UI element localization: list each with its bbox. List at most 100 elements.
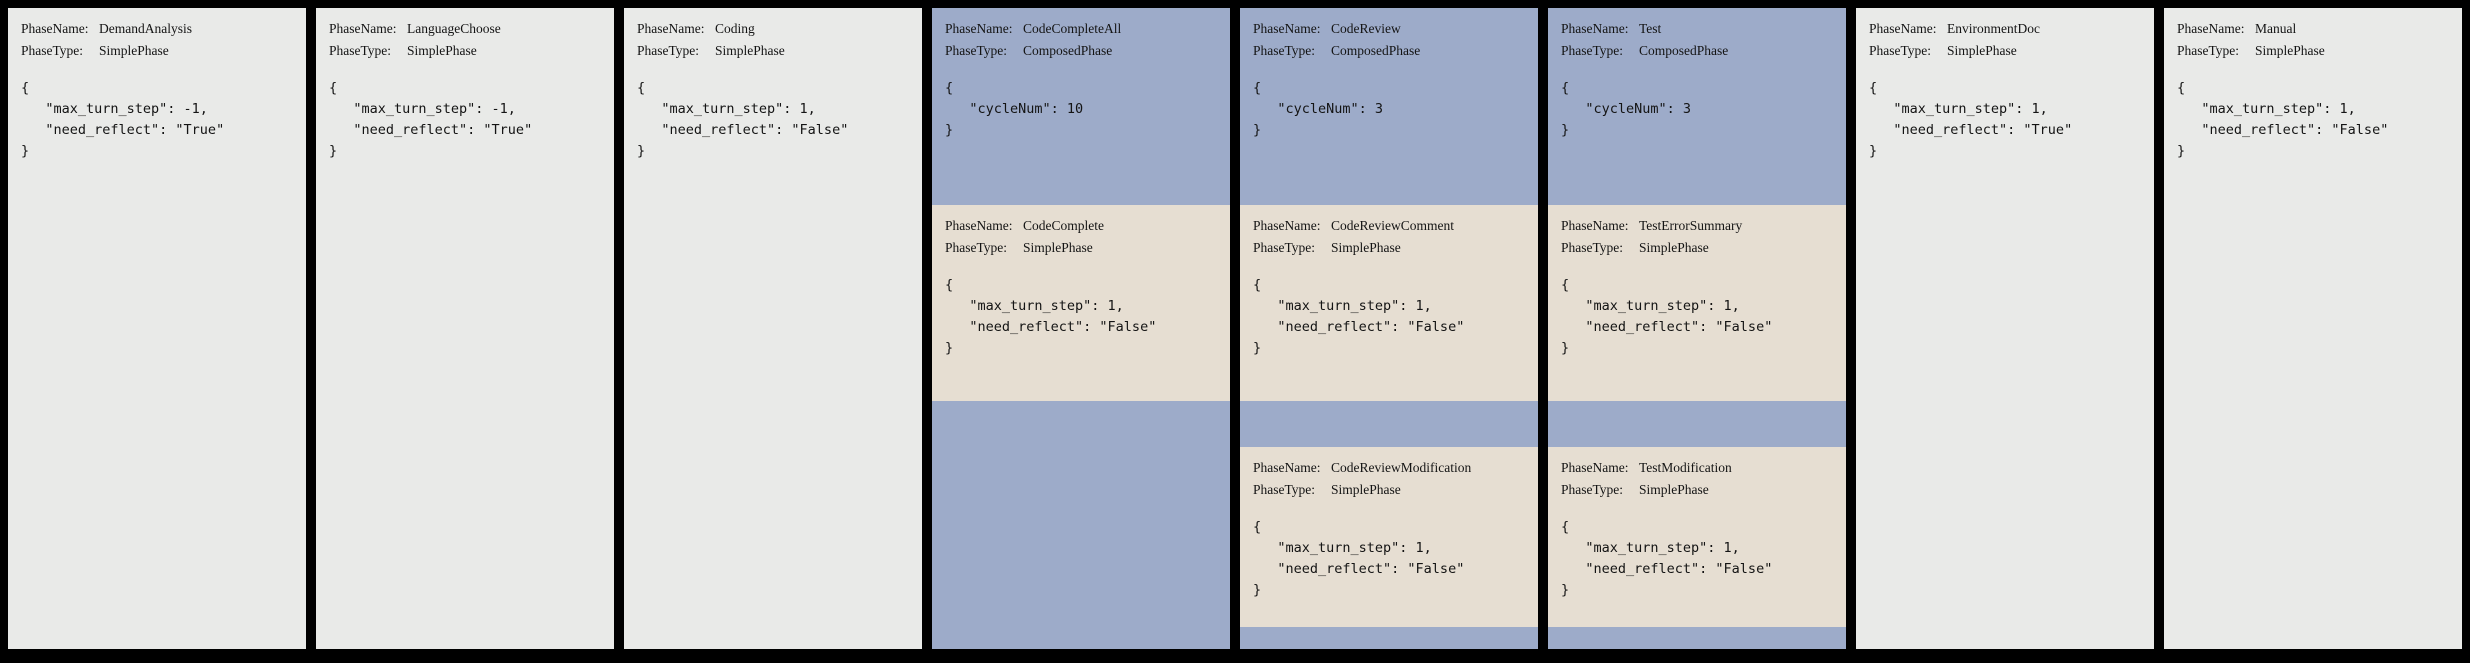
phase-type-row: PhaseType: SimplePhase [2177, 40, 2449, 62]
composed-phase-gap [1240, 401, 1538, 447]
subphase-codereviewcomment: PhaseName: CodeReviewComment PhaseType: … [1240, 205, 1538, 401]
phase-type-value: SimplePhase [1639, 482, 1709, 497]
phase-type-label: PhaseType: [2177, 43, 2240, 58]
phase-type-value: ComposedPhase [1639, 43, 1729, 58]
phase-type-row: PhaseType: SimplePhase [21, 40, 293, 62]
phase-type-label: PhaseType: [1869, 43, 1932, 58]
phase-config-json: { "max_turn_step": 1, "need_reflect": "T… [1869, 80, 2073, 159]
phase-config-json: { "max_turn_step": 1, "need_reflect": "F… [1561, 277, 1773, 356]
phase-type-label: PhaseType: [21, 43, 84, 58]
phase-type-value: SimplePhase [407, 43, 477, 58]
phase-type-row: PhaseType: SimplePhase [1253, 237, 1525, 259]
phase-type-label: PhaseType: [1253, 43, 1316, 58]
phase-type-value: SimplePhase [99, 43, 169, 58]
phase-name-row: PhaseName: Coding [637, 18, 909, 40]
phase-name-label: PhaseName: [1253, 460, 1321, 475]
phase-name-row: PhaseName: CodeReviewComment [1253, 215, 1525, 237]
phase-name-label: PhaseName: [945, 21, 1013, 36]
phase-name-label: PhaseName: [1561, 460, 1629, 475]
phase-type-value: ComposedPhase [1331, 43, 1421, 58]
phase-type-value: SimplePhase [1023, 240, 1093, 255]
phase-header: PhaseName: Manual PhaseType: SimplePhase… [2164, 8, 2462, 162]
phase-name-row: PhaseName: TestErrorSummary [1561, 215, 1833, 237]
phase-name-label: PhaseName: [2177, 21, 2245, 36]
phase-column-test: PhaseName: Test PhaseType: ComposedPhase… [1548, 8, 1846, 649]
phase-name-row: PhaseName: CodeReviewModification [1253, 457, 1525, 479]
phase-name-row: PhaseName: LanguageChoose [329, 18, 601, 40]
phase-type-row: PhaseType: SimplePhase [1561, 479, 1833, 501]
phase-column-environmentdoc: PhaseName: EnvironmentDoc PhaseType: Sim… [1856, 8, 2154, 649]
phase-type-value: ComposedPhase [1023, 43, 1113, 58]
phase-type-row: PhaseType: SimplePhase [945, 237, 1217, 259]
phase-name-label: PhaseName: [637, 21, 705, 36]
subphase-codereviewmodification: PhaseName: CodeReviewModification PhaseT… [1240, 447, 1538, 627]
phase-name-label: PhaseName: [1253, 21, 1321, 36]
phase-header: PhaseName: DemandAnalysis PhaseType: Sim… [8, 8, 306, 162]
phase-name-row: PhaseName: CodeComplete [945, 215, 1217, 237]
phase-type-row: PhaseType: ComposedPhase [945, 40, 1217, 62]
phase-name-label: PhaseName: [329, 21, 397, 36]
phase-header: PhaseName: Coding PhaseType: SimplePhase… [624, 8, 922, 162]
phase-column-demandanalysis: PhaseName: DemandAnalysis PhaseType: Sim… [8, 8, 306, 649]
phase-name-value: Manual [2255, 21, 2297, 36]
phase-column-languagechoose: PhaseName: LanguageChoose PhaseType: Sim… [316, 8, 614, 649]
phase-name-label: PhaseName: [1561, 218, 1629, 233]
subphase-testerrorsummary: PhaseName: TestErrorSummary PhaseType: S… [1548, 205, 1846, 401]
phase-type-row: PhaseType: SimplePhase [1869, 40, 2141, 62]
phase-type-label: PhaseType: [1253, 240, 1316, 255]
phase-name-value: Coding [715, 21, 755, 36]
phase-header: PhaseName: LanguageChoose PhaseType: Sim… [316, 8, 614, 162]
phase-type-row: PhaseType: SimplePhase [1561, 237, 1833, 259]
phase-config-json: { "max_turn_step": 1, "need_reflect": "F… [1561, 519, 1773, 598]
composed-phase-gap [1548, 401, 1846, 447]
subphase-codecomplete: PhaseName: CodeComplete PhaseType: Simpl… [932, 205, 1230, 401]
phase-type-label: PhaseType: [329, 43, 392, 58]
phase-type-row: PhaseType: SimplePhase [637, 40, 909, 62]
phase-name-row: PhaseName: CodeReview [1253, 18, 1525, 40]
phase-type-value: SimplePhase [1331, 482, 1401, 497]
phase-name-value: CodeCompleteAll [1023, 21, 1122, 36]
phase-name-label: PhaseName: [1561, 21, 1629, 36]
phase-type-label: PhaseType: [1561, 240, 1624, 255]
phase-name-value: CodeReviewComment [1331, 218, 1454, 233]
phase-column-manual: PhaseName: Manual PhaseType: SimplePhase… [2164, 8, 2462, 649]
phase-config-json: { "max_turn_step": 1, "need_reflect": "F… [945, 277, 1157, 356]
phase-type-value: SimplePhase [1639, 240, 1709, 255]
phase-name-value: TestModification [1639, 460, 1732, 475]
phase-name-row: PhaseName: CodeCompleteAll [945, 18, 1217, 40]
phase-name-row: PhaseName: EnvironmentDoc [1869, 18, 2141, 40]
phase-name-value: DemandAnalysis [99, 21, 192, 36]
subphase-testmodification: PhaseName: TestModification PhaseType: S… [1548, 447, 1846, 627]
phase-config-json: { "max_turn_step": 1, "need_reflect": "F… [1253, 277, 1465, 356]
phase-type-value: SimplePhase [2255, 43, 2325, 58]
phase-type-label: PhaseType: [1561, 43, 1624, 58]
phase-type-value: SimplePhase [1947, 43, 2017, 58]
phase-config-json: { "max_turn_step": -1, "need_reflect": "… [329, 80, 533, 159]
phase-name-value: LanguageChoose [407, 21, 501, 36]
phase-config-json: { "cycleNum": 3 } [1561, 80, 1692, 138]
phase-name-row: PhaseName: Manual [2177, 18, 2449, 40]
phase-type-label: PhaseType: [1561, 482, 1624, 497]
phase-name-row: PhaseName: TestModification [1561, 457, 1833, 479]
phase-name-value: CodeReviewModification [1331, 460, 1472, 475]
phase-type-value: SimplePhase [715, 43, 785, 58]
phase-type-row: PhaseType: ComposedPhase [1253, 40, 1525, 62]
phase-type-row: PhaseType: SimplePhase [329, 40, 601, 62]
phase-type-label: PhaseType: [1253, 482, 1316, 497]
phase-name-value: EnvironmentDoc [1947, 21, 2040, 36]
phase-type-row: PhaseType: ComposedPhase [1561, 40, 1833, 62]
phase-type-label: PhaseType: [637, 43, 700, 58]
phase-type-row: PhaseType: SimplePhase [1253, 479, 1525, 501]
phase-config-json: { "cycleNum": 10 } [945, 80, 1084, 138]
phase-config-json: { "cycleNum": 3 } [1253, 80, 1384, 138]
phase-name-value: TestErrorSummary [1639, 218, 1743, 233]
phase-name-value: CodeComplete [1023, 218, 1104, 233]
phase-config-json: { "max_turn_step": -1, "need_reflect": "… [21, 80, 225, 159]
phase-type-label: PhaseType: [945, 240, 1008, 255]
phase-name-label: PhaseName: [1869, 21, 1937, 36]
phase-name-label: PhaseName: [21, 21, 89, 36]
phase-name-row: PhaseName: Test [1561, 18, 1833, 40]
phase-column-coding: PhaseName: Coding PhaseType: SimplePhase… [624, 8, 922, 649]
composed-phase-header: PhaseName: Test PhaseType: ComposedPhase… [1548, 8, 1846, 205]
